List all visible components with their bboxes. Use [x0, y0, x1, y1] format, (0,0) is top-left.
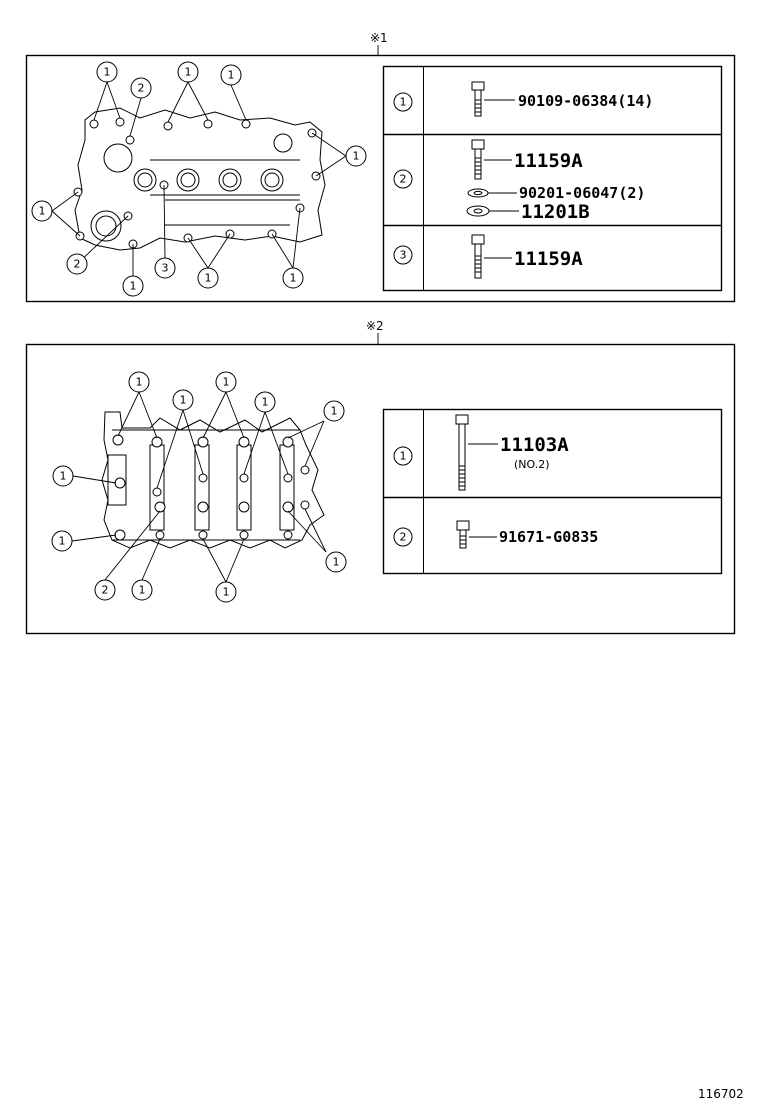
svg-text:1: 1	[60, 470, 67, 483]
section2-parts-table: 1 11103A (NO.2) 2 91671-G0835	[382, 408, 723, 575]
svg-text:3: 3	[400, 249, 407, 262]
callout: 3	[154, 257, 176, 279]
callout: 1	[31, 200, 53, 222]
callout: 1	[96, 61, 118, 83]
callout: 1	[220, 64, 242, 86]
section2: ※2	[25, 319, 736, 635]
bolt-icon	[471, 81, 485, 117]
svg-text:1: 1	[331, 405, 338, 418]
callout: 1	[215, 371, 237, 393]
cylinder-block-drawing	[101, 411, 325, 549]
part-number: 11103A	[500, 434, 569, 456]
table-row-number: 2	[393, 169, 413, 189]
cylinder-head-drawing	[73, 107, 326, 251]
svg-text:2: 2	[400, 173, 407, 186]
svg-text:1: 1	[223, 586, 230, 599]
table-row-number: 1	[393, 92, 413, 112]
svg-text:1: 1	[180, 394, 187, 407]
svg-text:2: 2	[74, 258, 81, 271]
callout: 1	[172, 389, 194, 411]
svg-text:1: 1	[39, 205, 46, 218]
bolt-icon	[471, 139, 485, 180]
callout: 1	[128, 371, 150, 393]
svg-text:1: 1	[59, 535, 66, 548]
svg-text:1: 1	[104, 66, 111, 79]
part-number: 90201-06047(2)	[519, 184, 645, 202]
callout: 1	[325, 551, 347, 573]
svg-text:1: 1	[228, 69, 235, 82]
svg-text:1: 1	[400, 96, 407, 109]
svg-text:1: 1	[205, 272, 212, 285]
svg-text:3: 3	[162, 262, 169, 275]
part-number: 11159A	[514, 150, 583, 172]
callout: 1	[215, 581, 237, 603]
section2-ref-label: ※2	[366, 319, 384, 333]
part-number: 91671-G0835	[499, 528, 598, 546]
svg-text:1: 1	[400, 450, 407, 463]
short-bolt-icon	[456, 520, 470, 549]
callout: 1	[197, 267, 219, 289]
callout: 1	[122, 275, 144, 297]
bolt-icon	[471, 234, 485, 279]
svg-text:1: 1	[136, 376, 143, 389]
callout: 1	[51, 530, 73, 552]
part-note: (NO.2)	[514, 458, 550, 471]
washer-icon	[467, 188, 489, 198]
callout: 2	[66, 253, 88, 275]
section2-leaders	[71, 391, 327, 583]
svg-text:1: 1	[333, 556, 340, 569]
callout: 1	[254, 391, 276, 413]
callout: 2	[94, 579, 116, 601]
table-row-number: 3	[393, 245, 413, 265]
svg-text:1: 1	[185, 66, 192, 79]
svg-text:2: 2	[400, 531, 407, 544]
callout: 1	[323, 400, 345, 422]
callout: 1	[345, 145, 367, 167]
callout: 1	[52, 465, 74, 487]
section1-leaders	[51, 81, 347, 276]
svg-text:1: 1	[262, 396, 269, 409]
table-row-number: 1	[393, 446, 413, 466]
section1: ※1	[25, 31, 736, 303]
svg-text:1: 1	[353, 150, 360, 163]
part-number: 11201B	[521, 201, 590, 223]
figure-id: 116702	[698, 1087, 744, 1101]
callout: 2	[130, 77, 152, 99]
callout: 1	[282, 267, 304, 289]
svg-text:2: 2	[138, 82, 145, 95]
part-number: 11159A	[514, 248, 583, 270]
callout: 1	[177, 61, 199, 83]
section2-frame	[25, 343, 736, 635]
svg-text:2: 2	[102, 584, 109, 597]
svg-text:1: 1	[223, 376, 230, 389]
long-bolt-icon	[455, 414, 469, 491]
section1-ref-label: ※1	[370, 31, 388, 45]
section1-frame	[25, 54, 736, 303]
svg-text:1: 1	[290, 272, 297, 285]
part-number: 90109-06384(14)	[518, 92, 653, 110]
svg-text:1: 1	[139, 584, 146, 597]
svg-text:1: 1	[130, 280, 137, 293]
section1-parts-table: 1 90109-06384(14) 2 11159A 90201-	[382, 65, 723, 292]
table-row-number: 2	[393, 527, 413, 547]
ring-icon	[466, 205, 490, 217]
callout: 1	[131, 579, 153, 601]
